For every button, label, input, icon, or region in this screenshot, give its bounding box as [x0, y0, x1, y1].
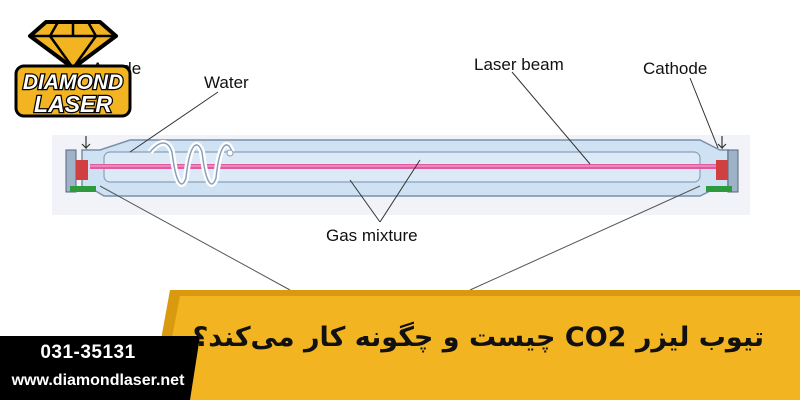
leader-gas-a — [349, 179, 381, 223]
website-link[interactable]: www.diamondlaser.net — [11, 372, 185, 389]
phone-number[interactable]: 031-35131 — [40, 342, 136, 363]
label-cathode: Cathode — [643, 59, 707, 78]
leader-water — [129, 91, 219, 153]
banner-title: تیوب لیزر CO2 چیست و چگونه کار می‌کند؟ — [192, 322, 764, 353]
leader-laser-beam — [511, 71, 591, 165]
logo-line-1: DIAMOND — [23, 71, 123, 94]
label-water: Water — [204, 73, 249, 92]
right-mirror — [727, 149, 739, 193]
leader-cathode-a — [689, 77, 719, 149]
label-gas-mixture: Gas mixture — [326, 226, 418, 245]
left-mirror — [65, 149, 77, 193]
logo-line-2: LASER — [34, 91, 112, 117]
leader-funnel-left — [99, 185, 291, 291]
leader-funnel-right — [469, 185, 701, 291]
label-laser-beam: Laser beam — [474, 55, 564, 74]
leader-gas-b — [379, 159, 421, 223]
diamond-laser-logo: DIAMOND LASER — [14, 20, 132, 118]
